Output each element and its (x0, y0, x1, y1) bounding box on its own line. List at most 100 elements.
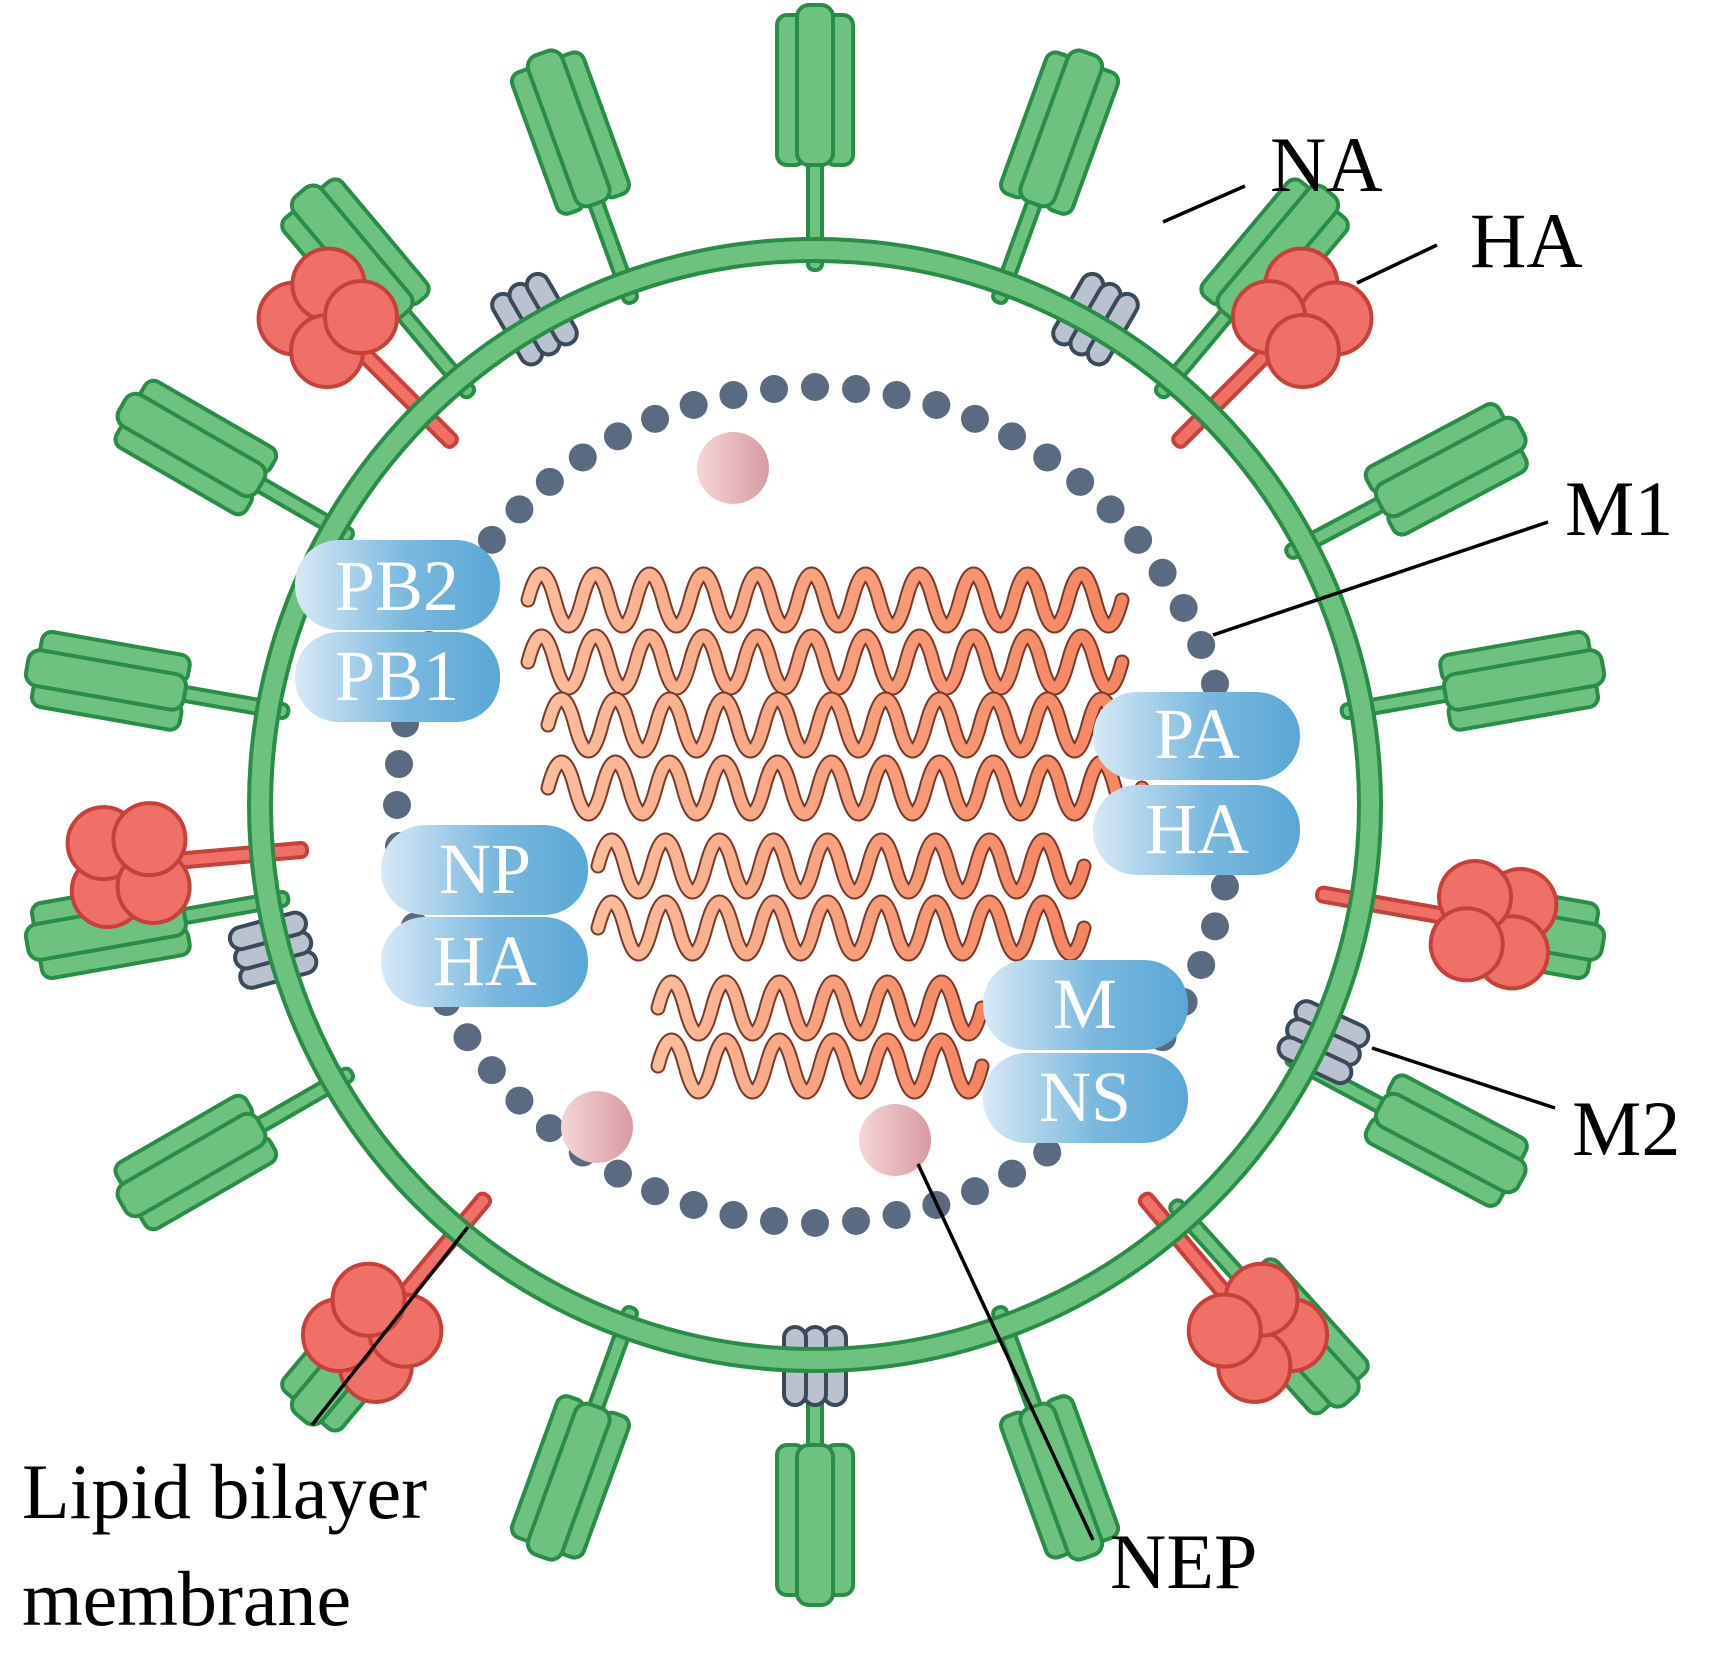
nep-leader-line (916, 1163, 1095, 1541)
ha-spike (991, 1305, 1121, 1562)
label-lipid-bilayer-line1: Lipid bilayer (22, 1448, 427, 1535)
m1-bead (505, 495, 534, 524)
segment-pb1: PB1 (295, 632, 500, 722)
m1-bead (998, 1159, 1027, 1188)
m1-bead (1187, 631, 1216, 660)
segment-np-label: NP (439, 829, 531, 909)
ha-leader-line (1356, 243, 1438, 285)
ha-spike (509, 48, 639, 305)
ha-spike (991, 48, 1121, 305)
m1-bead (719, 381, 748, 410)
rna-strand (592, 834, 1090, 898)
segment-ha-right-label: HA (1145, 789, 1249, 869)
m1-bead (568, 443, 597, 472)
nep-particles (561, 432, 931, 1176)
m1-bead (679, 390, 708, 419)
m1-bead (960, 1177, 989, 1206)
label-nep: NEP (1110, 1518, 1257, 1605)
m2-leader-line (1371, 1046, 1556, 1110)
m1-bead (535, 1114, 564, 1143)
m1-bead (383, 791, 411, 819)
segment-ns-label: NS (1039, 1057, 1131, 1137)
ha-spike (113, 1066, 355, 1232)
m1-bead (603, 422, 632, 451)
m1-bead (1033, 1138, 1062, 1167)
m1-bead (641, 1177, 670, 1206)
rna-strands (520, 566, 1150, 1100)
na-leader-line (1162, 184, 1246, 224)
segment-pb2: PB2 (295, 540, 500, 630)
segment-pa-label: PA (1154, 694, 1239, 774)
segment-m: M (983, 960, 1188, 1050)
m1-bead (760, 1206, 789, 1235)
m1-bead (1033, 443, 1062, 472)
segment-np: NP (381, 825, 588, 915)
segment-pa: PA (1093, 692, 1300, 780)
m1-bead (641, 404, 670, 433)
m1-bead (801, 1209, 829, 1237)
segment-ha-left: HA (381, 917, 588, 1007)
lipid-bilayer-membrane-inner (251, 241, 1379, 1369)
ha-spike (23, 629, 291, 732)
rna-strand (592, 896, 1090, 960)
m1-bead (882, 1200, 911, 1229)
rna-strand (522, 630, 1128, 694)
m1-bead (922, 390, 951, 419)
segment-m-label: M (1053, 964, 1117, 1044)
m1-bead (535, 467, 564, 496)
m1-bead (801, 373, 829, 401)
m1-bead (1201, 669, 1230, 698)
m1-bead (505, 1086, 534, 1115)
m1-bead (1096, 495, 1125, 524)
nep-particle (561, 1091, 633, 1163)
segment-ns: NS (983, 1053, 1188, 1143)
m1-bead (385, 750, 414, 779)
m1-bead (1066, 467, 1095, 496)
m1-matrix-layer (383, 373, 1247, 1237)
rna-strand (522, 568, 1128, 632)
ha-spike (113, 378, 355, 544)
m1-bead (1210, 872, 1239, 901)
m1-bead (1169, 593, 1198, 622)
label-na: NA (1270, 121, 1383, 208)
rna-strand (542, 756, 1148, 820)
m1-bead (1148, 558, 1177, 587)
m1-bead (1124, 525, 1153, 554)
na-protein (1171, 246, 1374, 449)
na-protein (300, 1191, 493, 1404)
ha-spike (775, 3, 855, 272)
label-m1: M1 (1565, 465, 1673, 552)
m1-bead (719, 1200, 748, 1229)
m1-leader-line (1212, 520, 1549, 637)
m1-bead (998, 422, 1027, 451)
nep-particle (697, 432, 769, 504)
label-m2: M2 (1572, 1085, 1680, 1172)
rna-strand (652, 976, 988, 1040)
ha-spikes (23, 3, 1607, 1607)
lipid-leader-line (310, 1225, 470, 1427)
ha-spike (1284, 402, 1529, 560)
rna-strand (652, 1034, 988, 1098)
m1-bead (960, 404, 989, 433)
na-protein (65, 801, 310, 929)
m1-bead (1187, 950, 1216, 979)
m1-bead (841, 1206, 870, 1235)
m1-bead (603, 1159, 632, 1188)
ha-spike (509, 1305, 639, 1562)
rna-strand (542, 693, 1148, 757)
label-ha: HA (1470, 197, 1583, 284)
m1-bead (679, 1191, 708, 1220)
m1-bead (477, 1056, 506, 1085)
m1-bead (760, 375, 789, 404)
segment-ha-left-label: HA (433, 921, 537, 1001)
m1-bead (477, 525, 506, 554)
m1-bead (1201, 912, 1230, 941)
m1-bead (841, 375, 870, 404)
na-proteins (65, 246, 1559, 1404)
segment-pb1-label: PB1 (335, 636, 459, 716)
nep-particle (859, 1104, 931, 1176)
m1-bead (882, 381, 911, 410)
ha-spike (1339, 629, 1607, 732)
label-lipid-bilayer-line2: membrane (22, 1555, 351, 1642)
